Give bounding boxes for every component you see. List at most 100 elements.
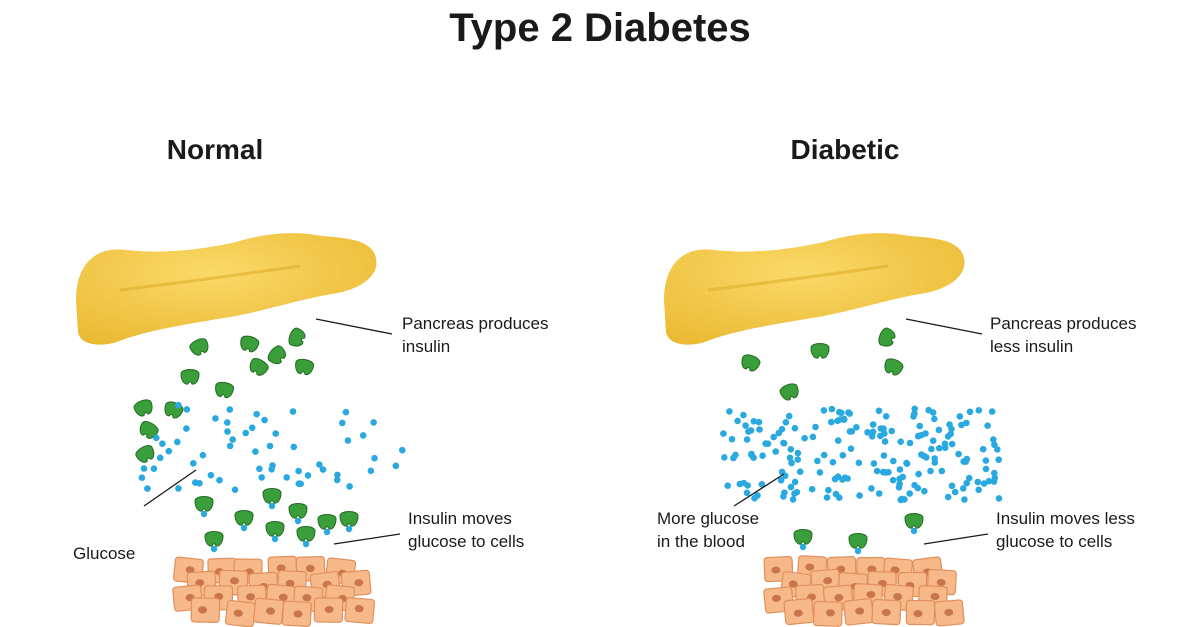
insulin-molecule [295,358,315,376]
glucose-dot [740,411,747,419]
glucose-dot [841,474,849,482]
glucose-dot [174,438,181,446]
glucose-dot [334,471,341,479]
glucose-dot [392,462,400,470]
glucose-dot [882,413,890,420]
glucose-dot [159,440,166,448]
insulin-molecule [878,327,896,347]
glucose-dot [991,474,999,482]
glucose-dot [896,480,903,488]
body-cell [313,597,344,623]
glucose-dot [920,452,928,460]
glucose-dot [212,415,219,422]
glucose-dot [370,419,377,426]
glucose-dot [794,456,801,463]
glucose-dot [261,416,268,424]
glucose-dot [295,480,303,488]
insulin-layer [133,327,924,555]
insulin-molecule [884,358,904,376]
glucose-dot [962,458,969,466]
glucose-dot [756,426,763,433]
glucose-dot [809,433,817,441]
insulin-molecule [215,381,235,399]
glucose-dot [975,407,983,414]
insulin-molecule [189,338,209,356]
glucose-dot [868,485,875,492]
glucose-dot [812,423,819,431]
glucose-dot [979,445,987,453]
glucose-dot [788,459,795,467]
glucose-dot [931,455,938,462]
glucose-dot [888,427,895,435]
cells-layer [172,555,965,627]
glucose-dot [256,465,263,473]
glucose-dot [984,422,991,430]
glucose-dot [785,412,793,420]
glucose-dot [339,419,346,427]
label-moves-diabetic: Insulin moves less glucose to cells [996,509,1135,551]
glucose-dot [333,476,341,484]
diagram-title: Type 2 Diabetes [449,6,751,50]
glucose-dot [982,457,990,464]
glucose-dot [988,408,996,415]
glucose-dot [777,477,785,484]
label-pancreas-normal: Pancreas produces insulin [402,314,549,356]
glucose-dot [966,408,974,416]
glucose-dot [916,422,923,430]
glucose-dot [990,436,997,443]
glucose-dot [226,442,234,450]
glucose-dot [789,496,797,503]
glucose-dot [838,409,845,417]
body-cell [190,597,221,623]
leader-moves-normal [333,533,401,545]
glucose-dot [889,476,897,484]
glucose-dot [927,467,934,475]
glucose-dot [995,495,1003,502]
glucose-dot [252,448,259,455]
glucose-dot [935,426,943,434]
insulin-molecule [810,343,830,359]
glucose-dot [870,460,878,467]
glucose-dot [720,430,727,437]
glucose-dot [144,485,151,492]
glucose-dot [748,450,755,458]
glucose-dot [742,422,749,429]
glucose-dot [985,477,993,485]
glucose-dot [868,433,876,440]
glucose-dot [786,454,794,462]
glucose-dot [875,407,883,415]
glucose-dot [828,418,835,426]
glucose-dot [207,471,215,479]
cell-cluster-diabetic [763,555,965,627]
glucose-dot [938,467,946,475]
body-cell [843,598,875,626]
glucose-dot [965,474,973,482]
glucose-dot [853,424,860,431]
glucose-dot [829,458,837,466]
glucose-dot [272,430,280,437]
insulin-with-glucose [194,496,214,518]
glucose-dot [216,476,223,484]
insulin-molecule [240,335,260,353]
glucose-dot [780,493,787,500]
glucose-dot [875,490,883,497]
insulin-with-glucose [288,503,308,525]
glucose-dot [283,474,291,481]
label-pancreas-diabetic: Pancreas produces less insulin [990,314,1137,356]
glucose-dot [808,485,816,493]
glucose-dot [371,454,378,462]
glucose-dot [175,485,182,492]
glucose-dot [743,436,751,443]
label-blood: More glucose in the blood [657,509,760,551]
label-moves-normal: Insulin moves glucose to cells [408,509,525,551]
glucose-dot [906,490,913,497]
glucose-dot [929,437,937,445]
glucose-dot [921,487,928,495]
glucose-dot [839,452,847,459]
glucose-dot [183,425,190,432]
glucose-dot [224,428,231,435]
glucose-dot [791,490,798,497]
glucose-dot [836,494,843,502]
pancreas-normal [76,233,377,345]
glucose-dot [980,480,988,487]
